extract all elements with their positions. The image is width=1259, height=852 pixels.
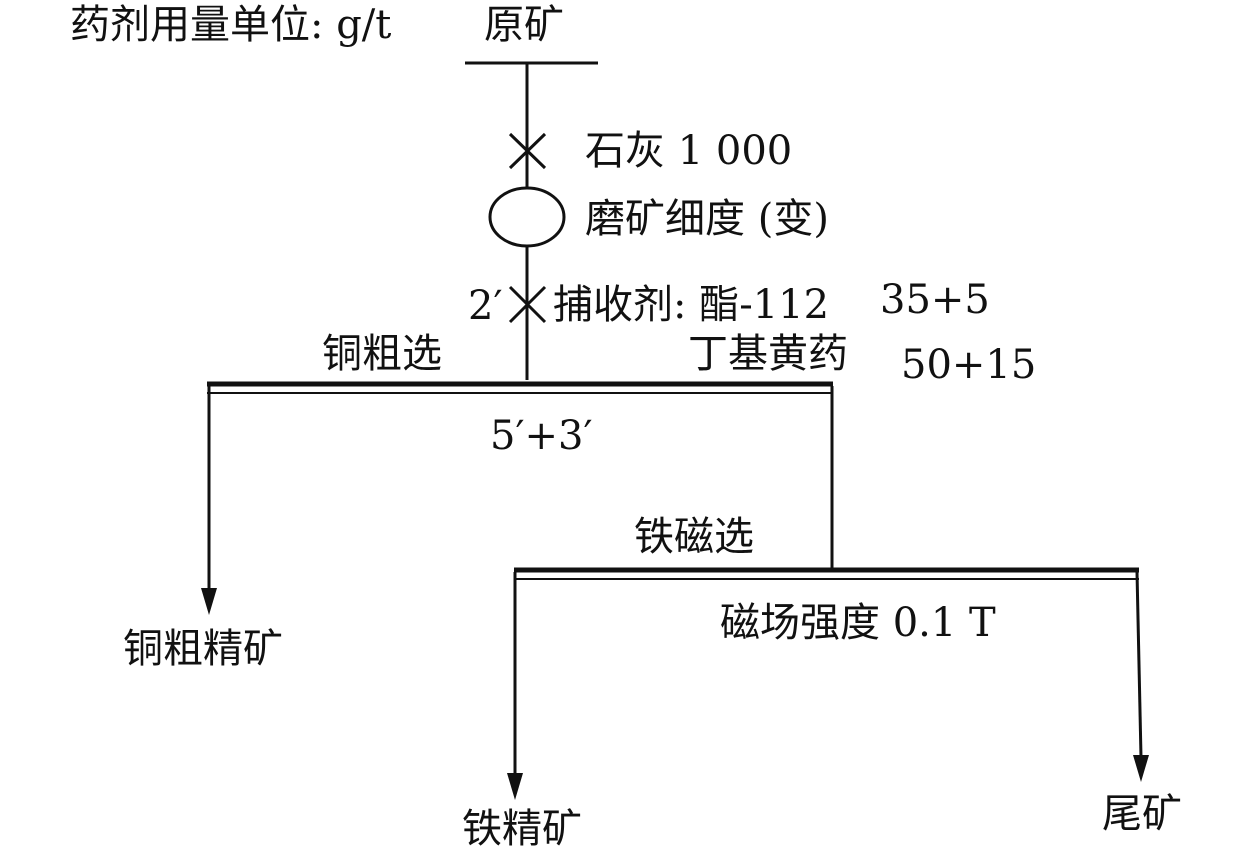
tailings-line bbox=[1135, 571, 1143, 758]
collector-addition-cross-icon bbox=[508, 285, 547, 324]
field-strength-label: 磁场强度 0.1 T bbox=[720, 600, 996, 646]
feed-label: 原矿 bbox=[484, 2, 564, 48]
collector-label: 捕收剂: 酯-112 bbox=[553, 282, 829, 328]
tailings-arrow-icon bbox=[1133, 755, 1149, 782]
iron-concentrate-arrow-icon bbox=[507, 773, 523, 800]
copper-concentrate-label: 铜粗精矿 bbox=[123, 626, 283, 672]
flotation-time: 5′+3′ bbox=[490, 413, 593, 459]
grinding-ellipse-icon bbox=[488, 186, 566, 248]
iron-concentrate-label: 铁精矿 bbox=[462, 806, 582, 852]
lime-addition-cross-icon bbox=[508, 132, 547, 170]
collector-dose: 35+5 bbox=[880, 277, 990, 323]
grinding-label: 磨矿细度 (变) bbox=[585, 196, 829, 242]
xanthate-dose: 50+15 bbox=[901, 342, 1036, 388]
magnetic-separation-label: 铁磁选 bbox=[634, 514, 754, 560]
copper-rougher-bar bbox=[207, 381, 833, 394]
units-note: 药剂用量单位: g/t bbox=[70, 2, 391, 48]
conditioning-time: 2′ bbox=[468, 283, 503, 329]
copper-rougher-label: 铜粗选 bbox=[322, 331, 442, 377]
magnetic-separation-bar bbox=[514, 567, 1139, 580]
lime-label: 石灰 1 000 bbox=[585, 128, 792, 174]
xanthate-label: 丁基黄药 bbox=[688, 331, 848, 377]
copper-concentrate-arrow-icon bbox=[201, 588, 217, 615]
tailings-label: 尾矿 bbox=[1102, 791, 1182, 837]
